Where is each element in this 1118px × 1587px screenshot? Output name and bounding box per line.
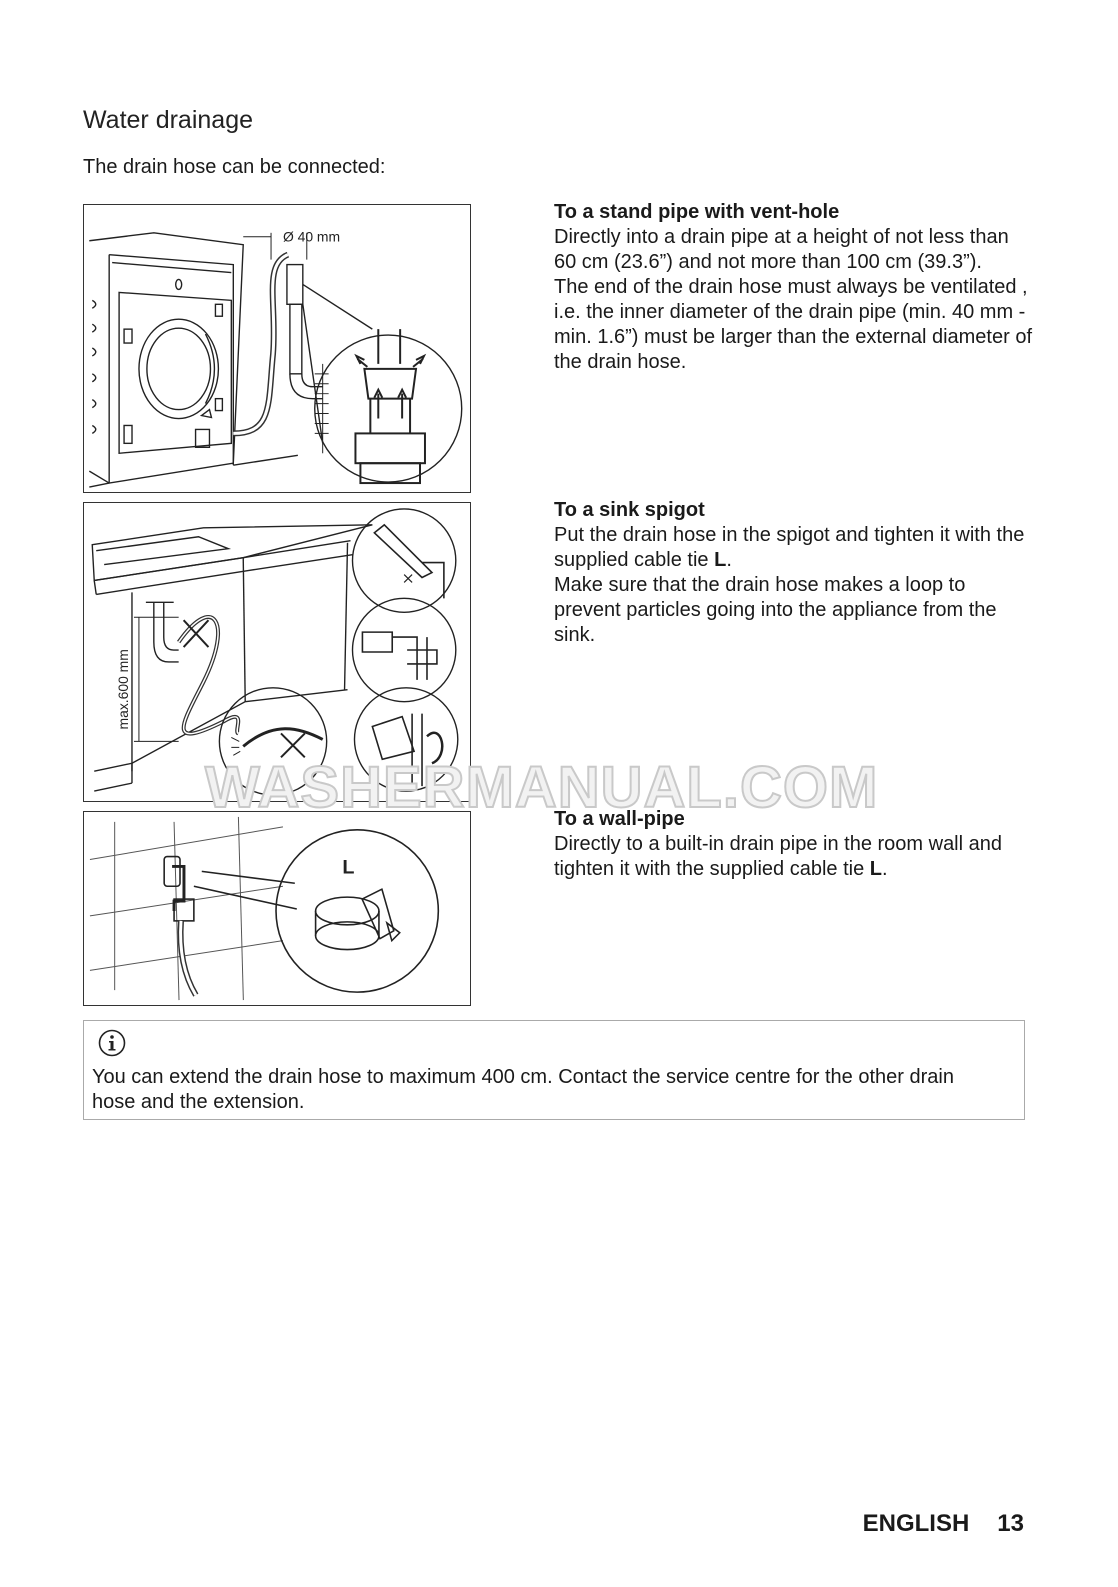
- section-paragraph: Directly into a drain pipe at a height o…: [554, 226, 1009, 273]
- standpipe-drawing: Ø 40 mm: [88, 229, 463, 488]
- section-heading: To a wall-pipe: [554, 808, 685, 830]
- sink-spigot-illustration: max.600 mm: [83, 502, 471, 802]
- section-paragraph: Put the drain hose in the spigot and tig…: [554, 523, 1034, 573]
- section-paragraph: The end of the drain hose must always be…: [554, 276, 1033, 373]
- section-paragraph: Directly to a built-in drain pipe in the…: [554, 832, 1034, 882]
- section-wall-pipe: To a wall-pipe Directly to a built-in dr…: [554, 807, 1034, 882]
- wall-pipe-illustration: L: [83, 811, 471, 1006]
- text-run: Directly to a built-in drain pipe in the…: [554, 833, 1002, 880]
- section-stand-pipe: To a stand pipe with vent-hole Directly …: [554, 200, 1034, 375]
- section-sink-spigot: To a sink spigot Put the drain hose in t…: [554, 498, 1034, 648]
- section-heading: To a sink spigot: [554, 499, 705, 521]
- info-icon: [98, 1029, 126, 1057]
- page-number: 13: [997, 1510, 1024, 1537]
- section-paragraph: Make sure that the drain hose makes a lo…: [554, 574, 997, 646]
- cable-tie-label: L: [342, 856, 354, 878]
- footer-language: ENGLISH: [862, 1510, 970, 1537]
- text-run: .: [881, 858, 888, 880]
- section-heading: To a stand pipe with vent-hole: [554, 201, 840, 223]
- watermark: WASHERMANUAL.COM: [204, 755, 879, 820]
- cable-tie-ref: L: [869, 858, 882, 880]
- standpipe-illustration: Ø 40 mm: [83, 204, 471, 493]
- cable-tie-ref: L: [714, 549, 727, 571]
- page-footer: ENGLISH 13: [863, 1510, 1024, 1538]
- text-run: Put the drain hose in the spigot and tig…: [554, 524, 1025, 571]
- page-title: Water drainage: [83, 106, 253, 134]
- intro-text: The drain hose can be connected:: [83, 156, 386, 178]
- max-height-label: max.600 mm: [115, 649, 131, 729]
- wall-pipe-drawing: L: [89, 816, 440, 1001]
- sink-spigot-drawing: max.600 mm: [91, 508, 459, 796]
- diameter-label: Ø 40 mm: [283, 229, 340, 245]
- note-text: You can extend the drain hose to maximum…: [92, 1066, 954, 1113]
- text-run: .: [726, 549, 732, 571]
- info-note: You can extend the drain hose to maximum…: [83, 1020, 1025, 1120]
